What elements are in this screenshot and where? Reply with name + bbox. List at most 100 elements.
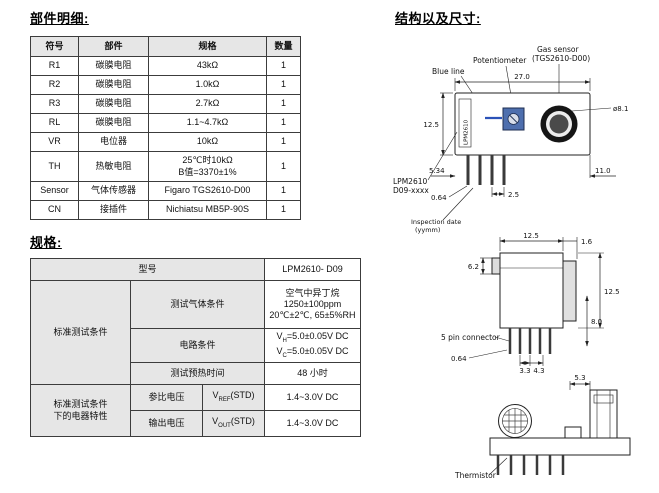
- dim-5-34: 5.34: [429, 167, 445, 175]
- header-spec: 规格: [148, 36, 267, 57]
- side-view: 12.5 1.6 6.2 12.5 8.0 5 pin connector: [441, 232, 620, 375]
- structure-title: 结构以及尺寸:: [395, 11, 481, 26]
- model-value: LPM2610- D09: [264, 258, 361, 281]
- parts-table: 符号 部件 规格 数量 R1 碳膜电阻 43kΩ 1 R2 碳膜电阻 1.0kΩ…: [30, 36, 301, 220]
- dim-width-12-5: 12.5: [523, 232, 539, 240]
- group-standard-conditions: 标准测试条件: [30, 280, 131, 385]
- board-marking-text: LPM2610: [464, 119, 470, 145]
- bottom-view: 5.3 Thermistor: [454, 374, 631, 480]
- part-spec: 1.0kΩ: [148, 75, 267, 95]
- sensor-body-side: [499, 252, 564, 329]
- inspection-date-label-1: Inspection date: [411, 218, 461, 226]
- pin: [535, 455, 539, 475]
- circuit-condition-value: VH=5.0±0.05V DC VC=5.0±0.05V DC: [264, 328, 361, 363]
- pin: [528, 328, 532, 354]
- parts-row: R2 碳膜电阻 1.0kΩ 1: [30, 75, 301, 95]
- gas-sensor-mesh: [549, 114, 569, 134]
- gas-condition-label: 测试气体条件: [130, 280, 265, 329]
- board-marking-area: [458, 98, 472, 148]
- dim-11-0: 11.0: [595, 167, 611, 175]
- out-voltage-symbol: VOUT(STD): [202, 410, 265, 437]
- parts-row: R1 碳膜电阻 43kΩ 1: [30, 56, 301, 76]
- potentiometer-side: [491, 257, 501, 275]
- dim-pin-width-0-64: 0.64: [431, 194, 447, 202]
- sensor-cap-side: [562, 260, 577, 322]
- dim-8-0: 8.0: [591, 318, 602, 326]
- spec-row: 电路条件 VH=5.0±0.05V DC VC=5.0±0.05V DC: [31, 328, 361, 363]
- pin: [490, 155, 494, 185]
- gas-condition-value: 空气中异丁烷 1250±100ppm 20℃±2℃, 65±5%RH: [264, 280, 361, 329]
- part-name: 热敏电阻: [78, 151, 149, 182]
- part-spec: 25℃时10kΩ B值=3370±1%: [148, 151, 267, 182]
- spec-model-row: 型号 LPM2610- D09: [30, 258, 361, 281]
- part-spec: Figaro TGS2610-D00: [148, 181, 267, 201]
- part-name: 碳膜电阻: [78, 75, 149, 95]
- header-symbol: 符号: [30, 36, 79, 57]
- dim-3-3: 3.3: [519, 367, 530, 375]
- pin: [466, 155, 470, 185]
- thermistor-label: Thermistor: [454, 471, 497, 480]
- part-name: 接插件: [78, 200, 149, 220]
- inspection-date-label-2: (yymm): [415, 226, 440, 234]
- part-symbol: R2: [30, 75, 79, 95]
- pin: [522, 455, 526, 475]
- out-voltage-value: 1.4~3.0V DC: [264, 410, 361, 437]
- part-spec: 43kΩ: [148, 56, 267, 76]
- pin: [502, 155, 506, 185]
- part-qty: 1: [266, 132, 301, 152]
- circuit-line-1: VH=5.0±0.05V DC: [276, 331, 349, 344]
- part-spec: Nichiatsu MB5P-90S: [148, 200, 267, 220]
- spec-row: 标准测试条件 测试气体条件 空气中异丁烷 1250±100ppm 20℃±2℃,…: [30, 280, 361, 385]
- part-qty: 1: [266, 94, 301, 114]
- blue-line-label: Blue line: [432, 67, 465, 76]
- part-qty: 1: [266, 113, 301, 133]
- pin: [496, 455, 500, 475]
- part-symbol: R3: [30, 94, 79, 114]
- pin: [561, 455, 565, 475]
- dim-6-2: 6.2: [468, 263, 479, 271]
- pcb-board-bottom: [489, 437, 631, 456]
- dim-pin-width-0-64-side: 0.64: [451, 355, 467, 363]
- spec-row: 标准测试条件 下的电器特性 参比电压 VREF(STD) 1.4~3.0V DC: [30, 384, 361, 437]
- part-symbol: TH: [30, 151, 79, 182]
- part-symbol: VR: [30, 132, 79, 152]
- dim-diameter-8-1: ø8.1: [613, 105, 628, 113]
- pin: [548, 328, 552, 354]
- parts-row: RL 碳膜电阻 1.1~4.7kΩ 1: [30, 113, 301, 133]
- header-part: 部件: [78, 36, 149, 57]
- group-electrical-characteristics: 标准测试条件 下的电器特性: [30, 384, 131, 437]
- part-name: 碳膜电阻: [78, 113, 149, 133]
- spec-table: 型号 LPM2610- D09 标准测试条件 测试气体条件 空气中异丁烷 125…: [30, 258, 361, 437]
- pin: [508, 328, 512, 354]
- part-symbol: Sensor: [30, 181, 79, 201]
- pin: [509, 455, 513, 475]
- parts-list-title: 部件明细:: [30, 11, 89, 26]
- model-marking-label-2: D09-xxxx: [393, 186, 429, 195]
- part-spec: 10kΩ: [148, 132, 267, 152]
- part-name: 气体传感器: [78, 181, 149, 201]
- parts-header-row: 符号 部件 规格 数量: [30, 36, 301, 57]
- pin: [518, 328, 522, 354]
- spec-title: 规格:: [30, 235, 62, 250]
- ref-voltage-value: 1.4~3.0V DC: [264, 384, 361, 411]
- dim-pitch-2-5: 2.5: [508, 191, 519, 199]
- model-marking-label-1: LPM2610: [393, 177, 427, 186]
- preheat-time-value: 48 小时: [264, 362, 361, 385]
- potentiometer-label: Potentiometer: [473, 56, 527, 65]
- part-name: 电位器: [78, 132, 149, 152]
- parts-row: TH 热敏电阻 25℃时10kΩ B值=3370±1% 1: [30, 151, 301, 182]
- model-label: 型号: [30, 258, 265, 281]
- five-pin-connector-label: 5 pin connector: [441, 333, 501, 342]
- pin: [548, 455, 552, 475]
- parts-row: R3 碳膜电阻 2.7kΩ 1: [30, 94, 301, 114]
- part-spec: 1.1~4.7kΩ: [148, 113, 267, 133]
- gas-sensor-label: Gas sensor: [537, 45, 579, 54]
- preheat-time-label: 测试预热时间: [130, 362, 265, 385]
- pin: [478, 155, 482, 185]
- part-spec: 2.7kΩ: [148, 94, 267, 114]
- dim-height-12-5: 12.5: [423, 121, 439, 129]
- part-qty: 1: [266, 151, 301, 182]
- out-voltage-label: 输出电压: [130, 410, 203, 437]
- header-qty: 数量: [266, 36, 301, 57]
- gas-sensor-type-label: (TGS2610-D00): [532, 54, 590, 63]
